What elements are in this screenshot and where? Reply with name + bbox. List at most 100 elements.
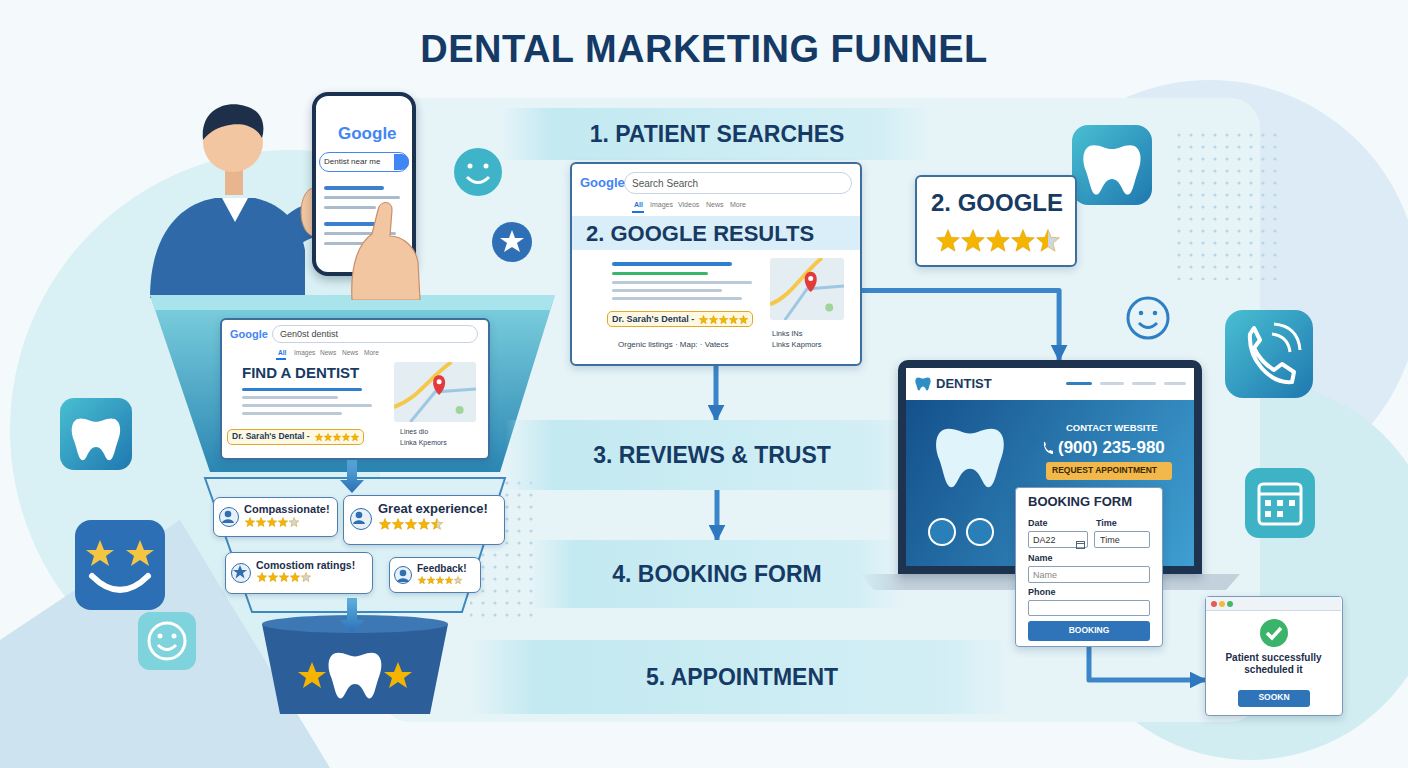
star bbox=[418, 577, 426, 584]
tab-label: More bbox=[364, 349, 379, 356]
star bbox=[268, 573, 278, 582]
star bbox=[719, 315, 728, 323]
step-label: 5. APPOINTMENT bbox=[470, 664, 1014, 690]
star bbox=[445, 577, 453, 584]
ui-shape bbox=[1100, 382, 1124, 385]
star bbox=[256, 518, 266, 527]
ui-shape bbox=[632, 211, 644, 213]
star bbox=[267, 518, 277, 527]
star-rating bbox=[244, 517, 301, 528]
calendar-tile bbox=[1245, 468, 1315, 538]
field-value: DA22 bbox=[1033, 535, 1056, 545]
star bbox=[290, 573, 300, 582]
search-results-card: GoogleGen0st dentistAllImagesNewsNewsMor… bbox=[220, 318, 490, 460]
star-circle bbox=[492, 222, 532, 262]
ui-shape bbox=[928, 518, 956, 546]
review-text: Feedback! bbox=[417, 563, 466, 575]
star bbox=[987, 230, 1010, 252]
search-query: Gen0st dentist bbox=[280, 329, 338, 339]
star bbox=[709, 315, 718, 323]
tooth-tile bbox=[60, 398, 132, 470]
logo-text: Google bbox=[230, 328, 268, 341]
star bbox=[324, 434, 332, 441]
flow-arrow bbox=[714, 366, 719, 420]
star bbox=[1037, 230, 1060, 252]
search-query: Search Search bbox=[632, 178, 698, 190]
ui-shape bbox=[231, 563, 251, 583]
button-label: REQUEST APPOINTMENT bbox=[1052, 466, 1157, 476]
ui-shape bbox=[1076, 535, 1085, 544]
step-band: 3. REVIEWS & TRUST bbox=[505, 420, 919, 490]
site-logo: DENTIST bbox=[936, 377, 992, 392]
form-heading: BOOKING FORM bbox=[1028, 495, 1132, 510]
review-text: Compassionate! bbox=[244, 503, 330, 516]
ui-shape bbox=[242, 404, 372, 407]
ui-shape bbox=[394, 362, 476, 422]
ui-shape bbox=[394, 566, 412, 584]
ui-shape bbox=[324, 186, 384, 190]
review-bubble: Great experience! bbox=[343, 495, 505, 545]
booking-form: BOOKING FORMDateTimeDA22TimeNameNamePhon… bbox=[1015, 487, 1163, 647]
review-text: Comostiom ratings! bbox=[256, 559, 355, 571]
smiley-star-tile bbox=[75, 520, 165, 610]
listing-name: Dr. Sarah's Dental - bbox=[612, 314, 694, 324]
review-bubble: Comostiom ratings! bbox=[225, 552, 373, 594]
star bbox=[962, 230, 985, 252]
link-text: Links lNs bbox=[772, 330, 802, 339]
star-rating bbox=[417, 576, 464, 585]
star bbox=[405, 519, 416, 530]
phone-tile bbox=[1225, 310, 1313, 398]
person-illustration bbox=[150, 104, 327, 298]
star bbox=[257, 573, 267, 582]
ui-shape bbox=[1042, 441, 1054, 455]
field-placeholder: Name bbox=[1033, 570, 1057, 580]
link-text: Links Kapmors bbox=[772, 341, 822, 350]
rating-card: 2. GOOGLE bbox=[915, 175, 1077, 267]
flow-arrow bbox=[862, 291, 1059, 361]
star bbox=[418, 519, 429, 530]
star-rating bbox=[314, 433, 361, 442]
phone-number: (900) 235-980 bbox=[1058, 438, 1165, 458]
review-bubble: Compassionate! bbox=[213, 497, 338, 537]
ui-shape bbox=[350, 508, 372, 530]
ui-shape bbox=[612, 272, 708, 275]
tab-label: Images bbox=[294, 349, 315, 356]
step-band: 1. PATIENT SEARCHES bbox=[500, 108, 934, 160]
confirmation-message: Patient successfully scheduled it bbox=[1212, 652, 1335, 675]
field-label: Phone bbox=[1028, 587, 1056, 597]
review-bubble: Feedback! bbox=[389, 557, 481, 593]
field-label: Date bbox=[1028, 518, 1048, 528]
button-label: BOOKING bbox=[1028, 626, 1150, 636]
star bbox=[937, 230, 960, 252]
tab-label: All bbox=[634, 201, 643, 209]
logo-text: Google bbox=[338, 124, 397, 144]
step-label: 3. REVIEWS & TRUST bbox=[505, 442, 919, 468]
star bbox=[351, 434, 359, 441]
ui-shape bbox=[1227, 601, 1233, 607]
star-rating bbox=[256, 572, 313, 583]
step-band: 5. APPOINTMENT bbox=[470, 640, 1014, 714]
smiley-tile bbox=[138, 612, 196, 670]
star bbox=[699, 315, 708, 323]
star bbox=[333, 434, 341, 441]
ui-shape bbox=[1028, 600, 1150, 616]
ui-shape bbox=[612, 262, 732, 266]
ui-shape bbox=[966, 518, 994, 546]
ui-shape bbox=[242, 396, 338, 399]
star bbox=[279, 573, 289, 582]
step-label: 4. BOOKING FORM bbox=[530, 561, 904, 587]
star bbox=[278, 518, 288, 527]
smiley-circle bbox=[454, 148, 502, 196]
card-heading: 2. GOOGLE bbox=[931, 189, 1063, 217]
ui-shape bbox=[1066, 382, 1092, 385]
star-rating bbox=[935, 229, 1062, 254]
search-results-card: GoogleSearch SearchAllImagesVideosNewsMo… bbox=[570, 162, 862, 366]
button-label: SOOKN bbox=[1238, 693, 1310, 703]
ui-shape bbox=[1211, 601, 1217, 607]
ui-shape bbox=[324, 196, 400, 199]
link-text: Linka Kpemors bbox=[400, 439, 447, 447]
field-value: Time bbox=[1100, 535, 1120, 545]
ui-shape bbox=[770, 258, 844, 320]
confirmation-window: Patient successfully scheduled it SOOKN bbox=[1205, 596, 1343, 716]
flow-arrow bbox=[1089, 647, 1205, 680]
